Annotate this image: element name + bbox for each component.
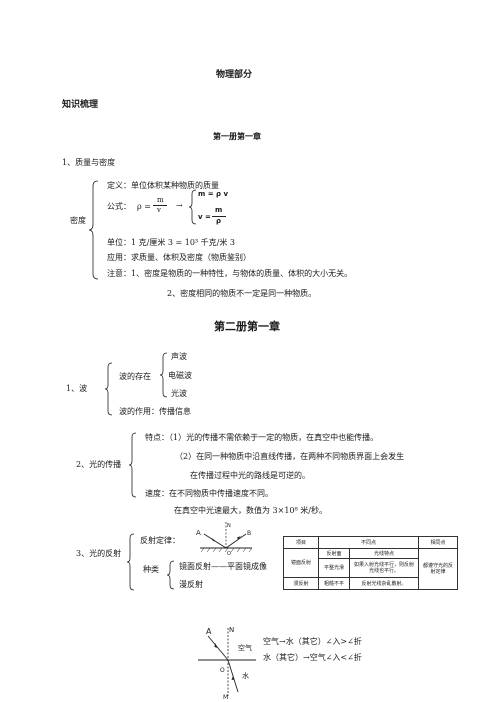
refr-water: 水 [242,671,249,680]
reflect-brace [126,533,135,591]
reflect-kind: 种类 [143,565,159,574]
diag-b: B [247,530,251,537]
formula-brace [188,189,197,225]
density-label: 密度 [70,216,86,225]
reflection-table: 项目 不同点 相同点 镜面反射 反射面 光线特点 都遵守光的反射定律 平整光滑 … [283,536,458,590]
wave-role: 波的作用：传播信息 [119,407,191,416]
td-same: 都遵守光的反射定律 [418,548,458,590]
refraction-diagram: A N 空气 O 水 M [198,626,256,700]
reflect-law: 反射定律： [140,536,180,545]
formula-rho: ρ = [137,202,151,211]
diag-a: A [196,529,201,537]
formula-v: v [157,206,161,214]
reflect-diffuse: 漫反射 [179,580,203,589]
wave-exist-brace [159,352,168,398]
td-sub-light: 光线特点 [349,548,419,559]
density-note-2: 2、密度相同的物质不一定是同一种物质。 [167,289,317,298]
td-diffuse-surface: 粗糙不平 [318,577,350,590]
reflect-mirror: 镜面反射——平面镜成像 [179,562,267,571]
td-mirror-light: 如果入射光线平行，则反射光线也平行。 [349,558,419,578]
wave-brace [104,362,113,416]
formula-label: 公式： [107,202,131,211]
th-item: 项目 [283,536,319,549]
fraction-bar-2 [212,216,226,217]
light-feature-2: （2）在同一种物质中沿直线传播，在两种不同物质界面上会发生 [175,452,405,461]
th-same: 相同点 [418,536,458,549]
formula-v-m: m [215,206,223,214]
density-note-1: 注意：1、密度是物质的一种特性，与物体的质量、体积的大小无关。 [107,269,353,278]
refr-n: N [229,626,234,634]
refr-m: M [223,694,228,700]
light-feature-1: 特点：（1）光的传播不需依赖于一定的物质，在真空中也能传播。 [145,433,379,442]
arrow-icon: → [176,201,183,210]
refract-air-to-water: 空气→水（其它）∠入>∠折 [263,637,362,646]
formula-m: m [157,196,164,204]
wave-sound: 声波 [171,352,187,361]
refr-o: O [220,667,225,674]
td-diffuse-light: 反射光线杂乱散射。 [349,577,419,590]
wave-label: 1、波 [66,384,88,393]
section-heading: 知识梳理 [62,100,99,110]
light-speed: 速度：在不同物质中传播速度不同。 [145,489,273,498]
diag-o: O [227,551,231,556]
formula-v-rho: ρ [216,217,222,225]
wave-light: 光波 [171,389,187,398]
density-unit: 单位：1 克/厘米 3 = 10³ 千克/米 3 [107,238,236,247]
td-diffuse-name: 漫反射 [283,577,319,590]
refr-air: 空气 [238,643,252,652]
chapter-heading-1: 第一册第一章 [213,132,261,141]
wave-exist-label: 波的存在 [119,372,151,381]
item-mass-density: 1、质量与密度 [62,158,116,167]
td-mirror-surface: 平整光滑 [318,558,350,578]
wave-electromagnetic: 电磁波 [168,371,192,380]
chapter-heading-2: 第二册第一章 [214,320,280,333]
reflect-kind-brace [166,560,175,590]
page-title: 物理部分 [216,70,253,80]
light-vacuum-speed: 在真空中光速最大，数值为 3×10⁸ 米/秒。 [174,506,327,515]
refr-a: A [206,627,212,636]
diag-n: N [227,523,231,529]
fraction-bar [153,205,167,206]
formula-m-rho-v: m = ρ v [198,190,229,198]
density-brace [88,180,99,280]
td-sub-surface: 反射面 [318,548,350,559]
density-application: 应用：求质量、体积及密度（物质鉴别） [107,253,251,262]
light-feature-2b: 在传播过程中光的路线是可逆的。 [190,471,310,480]
light-brace [128,432,137,498]
reflect-label: 3、光的反射 [76,549,122,558]
light-label: 2、光的传播 [76,460,122,469]
th-diff: 不同点 [318,536,419,549]
reflection-diagram: N A B O [196,522,253,556]
td-mirror-name: 镜面反射 [283,548,319,578]
formula-v-eq: v = [198,213,211,221]
density-definition: 定义：单位体积某种物质的质量 [107,181,219,190]
refract-water-to-air: 水（其它）→空气∠入<∠折 [263,653,362,662]
